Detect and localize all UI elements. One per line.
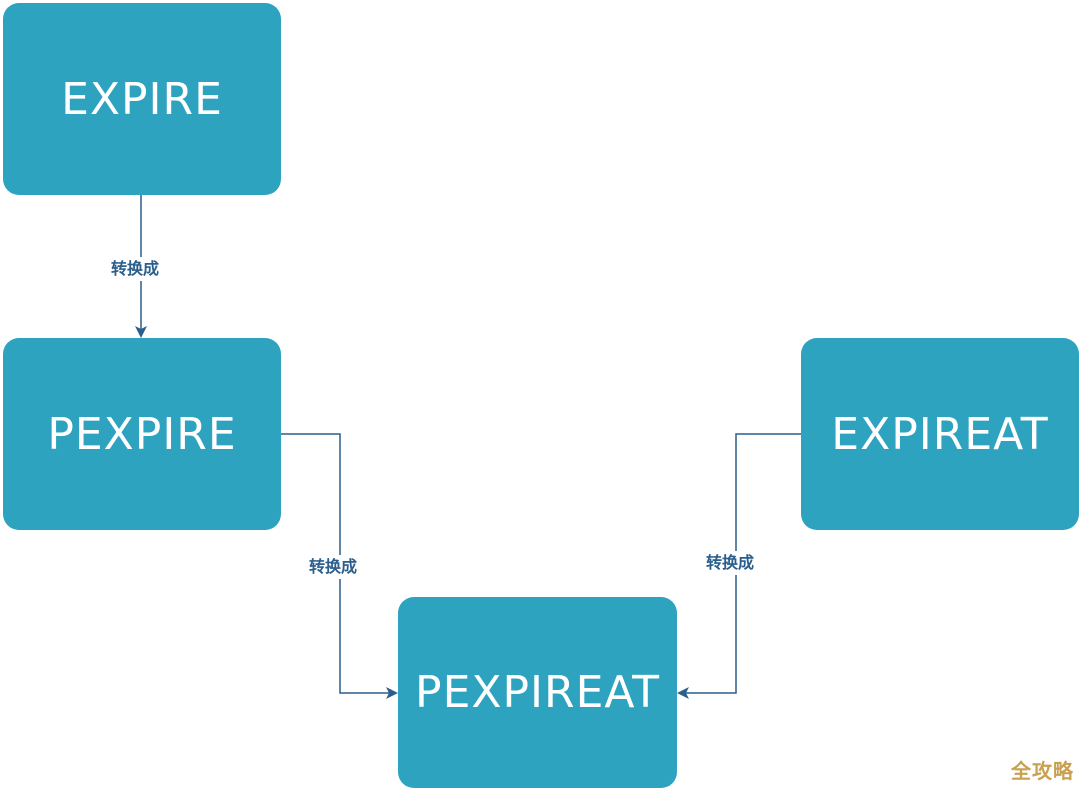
node-pexpire-label: PEXPIRE <box>47 408 237 460</box>
node-pexpireat-label: PEXPIREAT <box>415 667 660 718</box>
edge-label-expireat-pexpireat: 转换成 <box>703 551 758 575</box>
edge-label-expire-pexpire: 转换成 <box>108 257 163 281</box>
node-expire: EXPIRE <box>3 3 281 195</box>
watermark: 全攻略 <box>1011 759 1074 783</box>
node-pexpireat: PEXPIREAT <box>398 597 677 788</box>
node-expireat: EXPIREAT <box>801 338 1079 530</box>
node-expire-label: EXPIRE <box>61 73 223 125</box>
node-pexpire: PEXPIRE <box>3 338 281 530</box>
edge-label-pexpire-pexpireat: 转换成 <box>306 555 361 579</box>
node-expireat-label: EXPIREAT <box>831 408 1049 460</box>
